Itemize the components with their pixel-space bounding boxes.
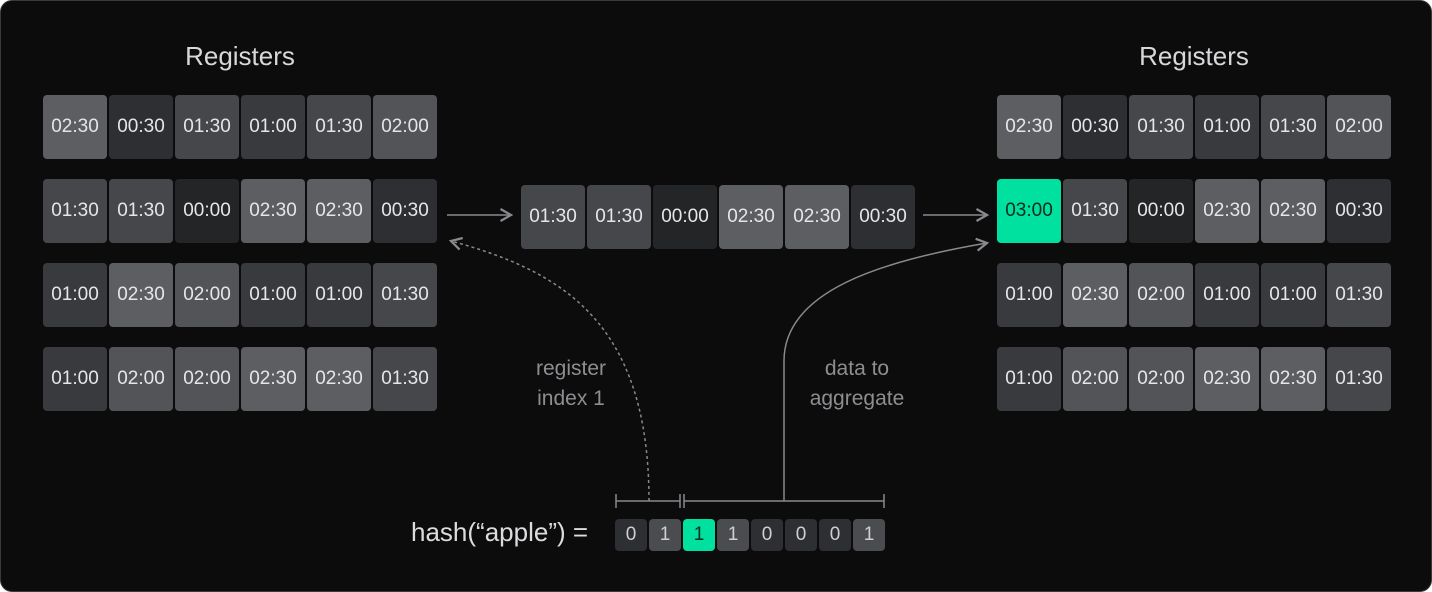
hash-bit: 0 — [819, 519, 851, 551]
register-cell: 02:00 — [1063, 347, 1127, 411]
register-cell: 01:30 — [1063, 179, 1127, 243]
register-cell: 02:30 — [1195, 347, 1259, 411]
updated-register-cell: 03:00 — [997, 179, 1061, 243]
register-cell: 01:00 — [241, 263, 305, 327]
register-cell: 01:30 — [373, 347, 437, 411]
hash-expression: hash(“apple”) = — [411, 517, 589, 547]
register-cell: 01:00 — [241, 95, 305, 159]
register-cell: 02:30 — [241, 179, 305, 243]
register-cell: 02:30 — [1063, 263, 1127, 327]
register-cell: 01:30 — [1261, 95, 1325, 159]
register-cell: 00:00 — [1129, 179, 1193, 243]
register-cell: 02:30 — [241, 347, 305, 411]
register-cell: 00:00 — [653, 185, 717, 249]
hash-bit: 0 — [751, 519, 783, 551]
label-line: aggregate — [809, 387, 905, 410]
data-to-aggregate-label: data to aggregate — [797, 354, 917, 414]
register-index-label: register index 1 — [521, 354, 621, 414]
hash-bit: 1 — [649, 519, 681, 551]
register-cell: 00:30 — [109, 95, 173, 159]
register-cell: 02:00 — [109, 347, 173, 411]
label-line: index 1 — [537, 387, 605, 410]
register-cell: 02:00 — [373, 95, 437, 159]
data-aggregate-arrow — [783, 237, 990, 501]
register-cell: 00:30 — [1327, 179, 1391, 243]
register-cell: 01:00 — [1261, 263, 1325, 327]
hash-bit: 1 — [717, 519, 749, 551]
register-cell: 01:00 — [1195, 95, 1259, 159]
register-cell: 01:00 — [43, 347, 107, 411]
register-cell: 02:30 — [1261, 347, 1325, 411]
register-cell: 02:30 — [719, 185, 783, 249]
register-cell: 00:30 — [851, 185, 915, 249]
register-cell: 02:30 — [1195, 179, 1259, 243]
hash-bit: 0 — [785, 519, 817, 551]
register-cell: 02:00 — [1327, 95, 1391, 159]
register-cell: 01:30 — [43, 179, 107, 243]
register-cell: 02:30 — [307, 179, 371, 243]
register-cell: 02:00 — [1129, 263, 1193, 327]
label-line: register — [535, 357, 607, 380]
register-index-dashed-arrow — [448, 236, 650, 502]
register-cell: 02:00 — [175, 263, 239, 327]
register-cell: 02:30 — [43, 95, 107, 159]
register-cell: 02:30 — [1261, 179, 1325, 243]
register-cell: 01:30 — [109, 179, 173, 243]
register-cell: 01:30 — [1129, 95, 1193, 159]
register-cell: 01:00 — [307, 263, 371, 327]
register-cell: 01:00 — [43, 263, 107, 327]
register-cell: 01:00 — [1195, 263, 1259, 327]
register-cell: 00:00 — [175, 179, 239, 243]
register-cell: 01:30 — [1327, 347, 1391, 411]
register-cell: 01:30 — [175, 95, 239, 159]
register-cell: 01:30 — [1327, 263, 1391, 327]
register-cell: 01:30 — [307, 95, 371, 159]
bit-brackets — [615, 494, 885, 508]
register-cell: 02:30 — [109, 263, 173, 327]
register-cell: 02:30 — [785, 185, 849, 249]
register-cell: 00:30 — [373, 179, 437, 243]
register-cell: 01:00 — [997, 263, 1061, 327]
register-cell: 01:30 — [373, 263, 437, 327]
register-cell: 00:30 — [1063, 95, 1127, 159]
register-cell: 01:30 — [587, 185, 651, 249]
register-cell: 02:30 — [997, 95, 1061, 159]
left-registers-title: Registers — [185, 41, 295, 71]
right-registers-title: Registers — [1139, 41, 1249, 71]
register-cell: 02:00 — [175, 347, 239, 411]
hash-bit: 0 — [615, 519, 647, 551]
register-cell: 01:30 — [521, 185, 585, 249]
register-cell: 01:00 — [997, 347, 1061, 411]
highlighted-bit: 1 — [683, 519, 715, 551]
register-cell: 02:00 — [1129, 347, 1193, 411]
hash-bit: 1 — [853, 519, 885, 551]
register-cell: 02:30 — [307, 347, 371, 411]
label-line: data to — [824, 357, 890, 380]
